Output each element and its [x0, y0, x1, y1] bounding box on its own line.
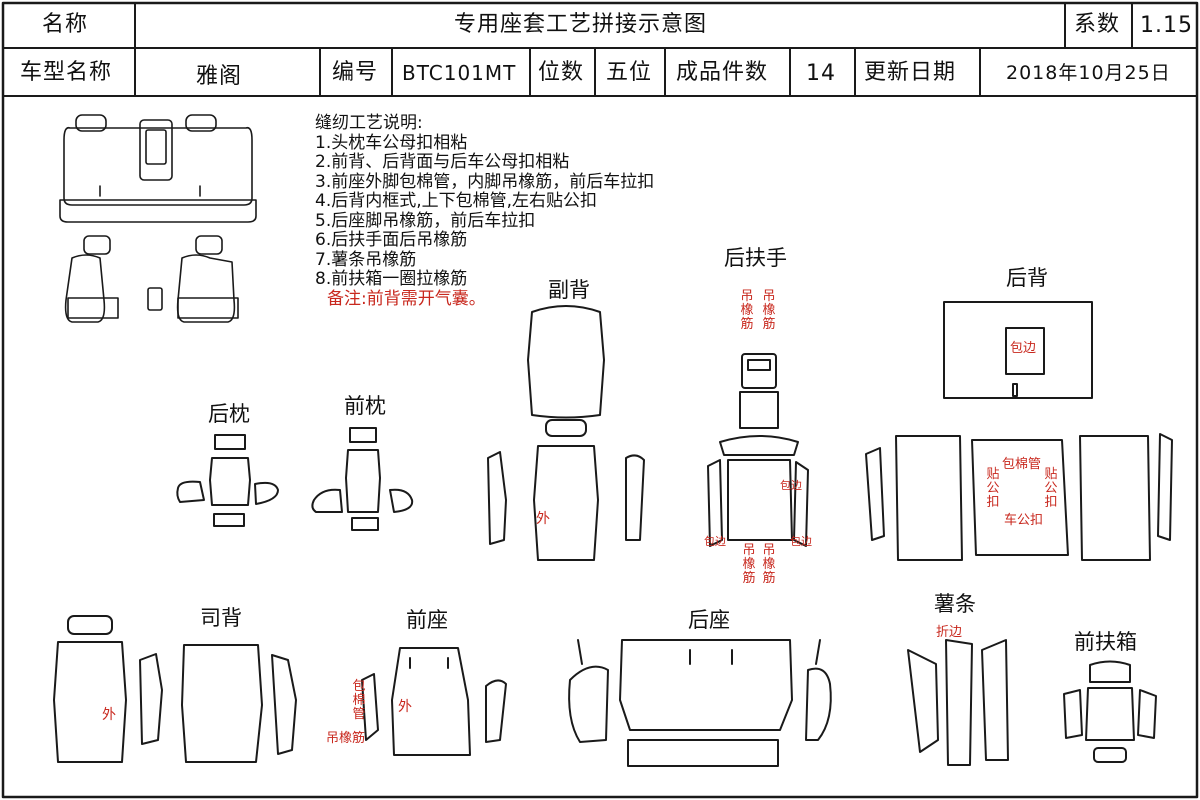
- date-label: 更新日期: [864, 60, 957, 85]
- rear-seat-pattern: [568, 639, 832, 767]
- pieces-value: 14: [806, 61, 836, 86]
- model-label: 车型名称: [20, 60, 113, 85]
- annot-elastic-armrest-bottom-right: 吊橡筋: [762, 543, 776, 586]
- annot-outer-driver: 外: [102, 707, 116, 723]
- annot-edge-bind-rear-back: 包边: [1010, 341, 1037, 356]
- instructions-title: 缝纫工艺说明:: [315, 113, 423, 133]
- label-rear-seat: 后座: [688, 608, 730, 632]
- annot-outer-passenger: 外: [536, 511, 550, 527]
- label-fries-strip: 薯条: [934, 592, 976, 616]
- fries-strip-pattern: [907, 639, 1009, 766]
- front-console-pattern: [1063, 660, 1157, 763]
- rear-headrest-pattern: [176, 434, 279, 527]
- sheet-title: 专用座套工艺拼接示意图: [454, 12, 708, 37]
- model-value: 雅阁: [196, 64, 243, 89]
- annot-elastic-front-seat: 吊橡筋: [326, 731, 366, 746]
- annot-cotton-front-seat: 包棉管: [352, 679, 366, 722]
- annot-elastic-armrest-bottom-left: 吊橡筋: [742, 543, 756, 586]
- instruction-item: 7.薯条吊橡筋: [315, 249, 417, 270]
- instructions-remark: 备注:前背需开气囊。: [327, 288, 486, 309]
- annot-edge-bind-armrest-lower-right: 包边: [790, 535, 812, 548]
- label-front-seat: 前座: [406, 608, 448, 632]
- instruction-item: 1.头枕车公母扣相粘: [315, 132, 468, 153]
- instruction-item: 5.后座脚吊橡筋，前后车拉扣: [315, 210, 536, 231]
- annot-elastic-armrest-top-right: 吊橡筋: [762, 289, 776, 332]
- annot-fold-edge: 折边: [936, 625, 963, 640]
- annot-sew-male: 车公扣: [1004, 513, 1044, 528]
- instruction-item: 2.前背、后背面与后车公母扣相粘: [315, 152, 570, 172]
- instruction-item: 3.前座外脚包棉管，内脚吊橡筋，前后车拉扣: [315, 171, 655, 192]
- code-value: BTC101MT: [402, 61, 517, 85]
- label-front-headrest: 前枕: [344, 394, 386, 418]
- label-rear-headrest: 后枕: [208, 402, 250, 426]
- annot-edge-bind-armrest-right: 包边: [780, 479, 802, 492]
- seats-value: 五位: [606, 60, 653, 85]
- rear-back-pattern: [865, 301, 1173, 561]
- passenger-back-pattern: [487, 305, 645, 561]
- label-front-console: 前扶箱: [1074, 630, 1137, 654]
- annot-elastic-armrest-top-left: 吊橡筋: [740, 289, 754, 332]
- instruction-item: 4.后背内框式,上下包棉管,左右贴公扣: [315, 191, 598, 211]
- coef-label: 系数: [1074, 12, 1121, 37]
- label-rear-back: 后背: [1006, 266, 1048, 290]
- front-headrest-pattern: [311, 427, 414, 531]
- instruction-item: 6.后扶手面后吊橡筋: [315, 230, 468, 250]
- instruction-item: 8.前扶箱一圈拉橡筋: [315, 269, 468, 289]
- label-driver-back: 司背: [200, 606, 242, 630]
- date-value: 2018年10月25日: [1006, 62, 1171, 84]
- annot-edge-cotton-rear-back: 包棉管: [1002, 457, 1042, 472]
- rear-armrest-pattern: [707, 353, 809, 547]
- label-rear-armrest: 后扶手: [724, 246, 787, 270]
- label-passenger-back: 副背: [548, 278, 590, 302]
- name-label: 名称: [42, 12, 89, 37]
- driver-back-pattern: [53, 615, 297, 763]
- sewing-instructions: 缝纫工艺说明: 1.头枕车公母扣相粘 2.前背、后背面与后车公母扣相粘 3.前座…: [315, 113, 655, 309]
- code-label: 编号: [332, 60, 379, 85]
- car-seat-overview: [59, 114, 257, 323]
- annot-outer-front-seat: 外: [398, 699, 412, 715]
- annot-stick-male-left: 贴公扣: [986, 467, 1000, 510]
- annot-edge-bind-armrest-lower-left: 包边: [704, 535, 726, 548]
- annot-stick-male-right: 贴公扣: [1044, 467, 1058, 510]
- pieces-label: 成品件数: [676, 60, 769, 85]
- seats-label: 位数: [538, 60, 585, 85]
- coef-value: 1.15: [1140, 13, 1193, 38]
- front-seat-pattern: [361, 647, 507, 756]
